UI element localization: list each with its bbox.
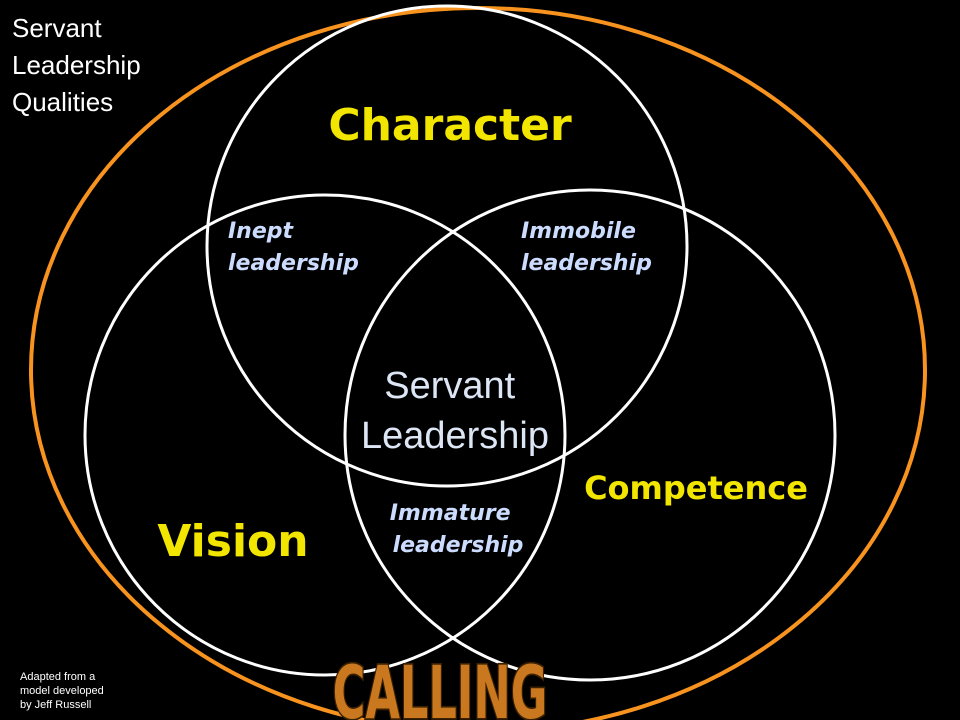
calling-label: CALLING: [333, 652, 548, 720]
title-line-2: Leadership: [12, 50, 141, 80]
credit-line-1: Adapted from a: [20, 671, 96, 683]
center-line-2: Leadership: [361, 415, 549, 457]
character-circle: [205, 4, 689, 488]
immature-line-1: Immature: [390, 501, 511, 526]
inept-line-2: leadership: [228, 251, 359, 276]
immature-leadership-label: Immature leadership: [390, 501, 524, 558]
competence-label: Competence: [584, 469, 808, 507]
credit-line-3: by Jeff Russell: [20, 699, 91, 711]
inept-leadership-label: Inept leadership: [228, 219, 359, 276]
competence-circle: [343, 188, 837, 682]
diagram-title: Servant Leadership Qualities: [12, 13, 148, 117]
vision-label: Vision: [157, 516, 308, 567]
character-label: Character: [328, 100, 572, 151]
vision-circle: [83, 193, 567, 677]
servant-leadership-center-label: Servant Leadership: [361, 365, 549, 457]
inept-line-1: Inept: [228, 219, 295, 244]
immature-line-2: leadership: [393, 533, 524, 558]
credit-line-2: model developed: [20, 685, 104, 697]
title-line-1: Servant: [12, 13, 102, 43]
center-line-1: Servant: [384, 365, 515, 407]
credit-note: Adapted from a model developed by Jeff R…: [20, 671, 107, 711]
immobile-line-2: leadership: [521, 251, 652, 276]
title-line-3: Qualities: [12, 87, 113, 117]
immobile-leadership-label: Immobile leadership: [521, 219, 652, 276]
immobile-line-1: Immobile: [521, 219, 636, 244]
